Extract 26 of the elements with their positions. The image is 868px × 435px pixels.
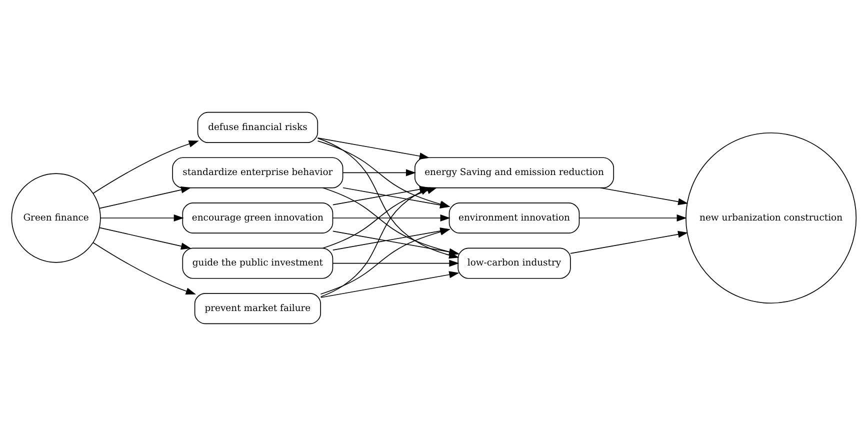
- node-circle: new urbanization construction: [686, 132, 857, 304]
- arrow: [100, 214, 184, 222]
- arrow: [99, 226, 192, 250]
- node-box: defuse financial risks: [197, 111, 318, 142]
- arrow: [317, 137, 460, 258]
- arrow: [320, 270, 460, 298]
- arrow: [92, 140, 199, 194]
- node-box: prevent market failure: [194, 292, 321, 324]
- arrow: [332, 230, 460, 255]
- arrow: [600, 186, 688, 205]
- node-box: energy Saving and emission reduction: [414, 156, 614, 188]
- node-box: standardize enterprise behavior: [172, 156, 344, 188]
- arrow: [342, 168, 416, 176]
- node-box: guide the public investment: [182, 247, 334, 278]
- node-box: environment innovation: [448, 202, 580, 233]
- arrow: [320, 186, 430, 297]
- arrow: [99, 186, 192, 208]
- arrow: [92, 242, 196, 294]
- arrow: [332, 214, 450, 222]
- arrow: [570, 230, 688, 254]
- node-box: encourage green innovation: [182, 202, 334, 233]
- arrow: [317, 137, 430, 160]
- node-circle: Green finance: [11, 172, 101, 262]
- arrow: [579, 214, 687, 222]
- node-box: low-carbon industry: [458, 247, 571, 278]
- arrow: [332, 259, 460, 266]
